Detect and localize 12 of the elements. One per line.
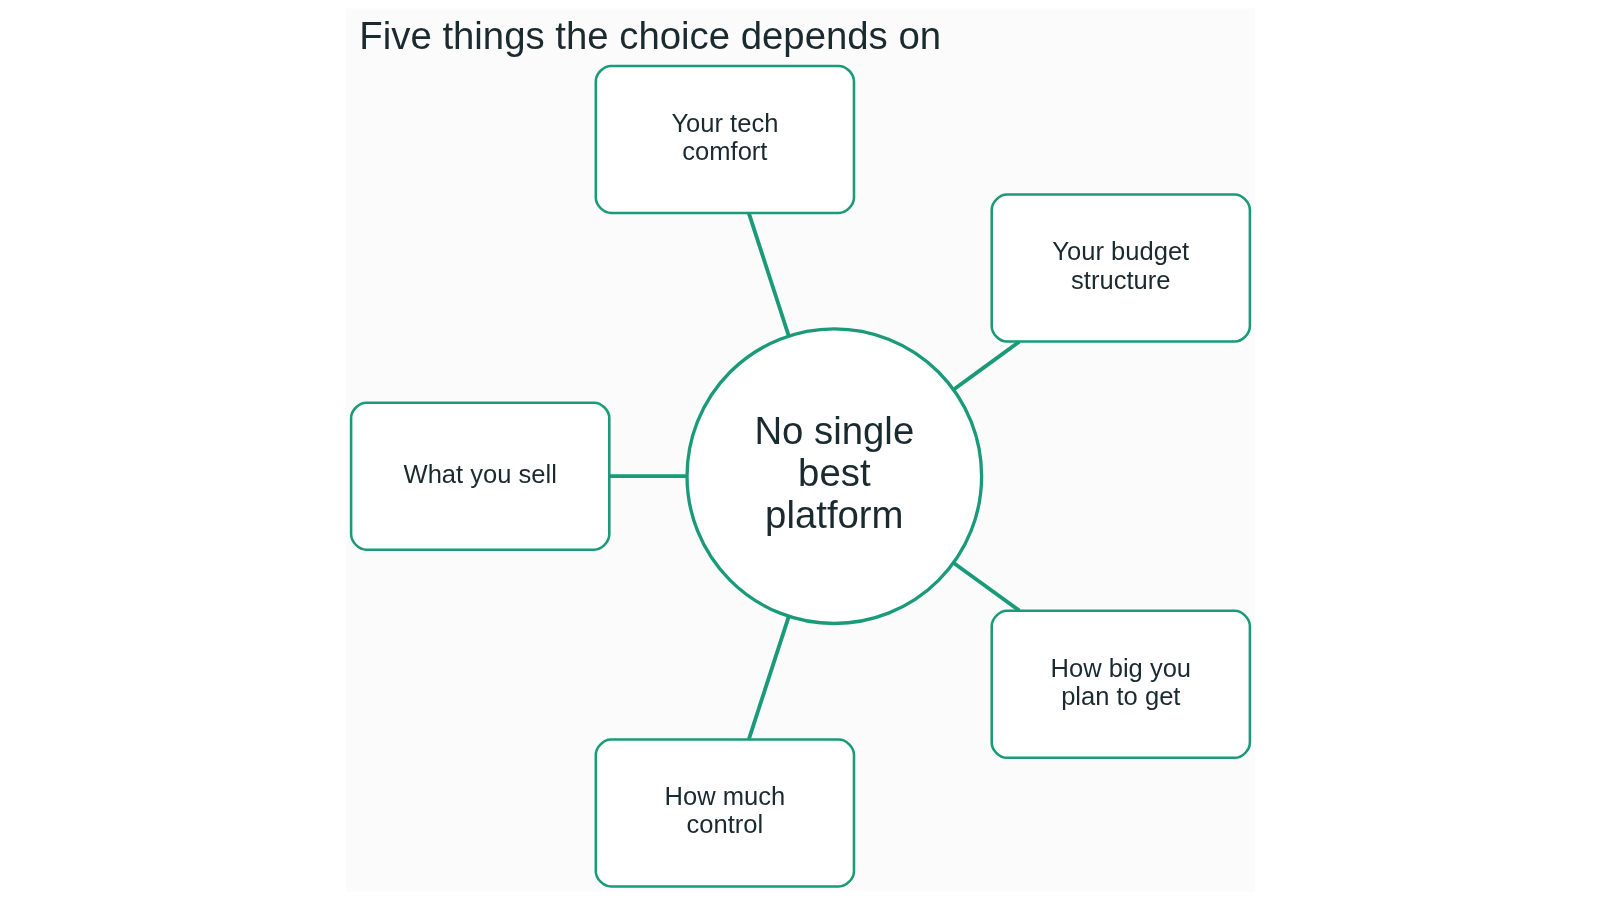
node-box: How big you plan to get: [989, 609, 1251, 760]
node-box: Your budget structure: [989, 193, 1251, 343]
node-box: What you sell: [349, 401, 611, 551]
diagram-title: Five things the choice depends on: [358, 14, 941, 58]
connector: [746, 212, 791, 337]
node-circle: No single best platform: [684, 327, 983, 626]
node-box: How much control: [594, 738, 855, 888]
node-box: Your tech comfort: [594, 64, 855, 215]
connector: [952, 561, 1020, 613]
connector: [609, 474, 687, 479]
connector: [952, 340, 1020, 391]
connector: [746, 616, 791, 740]
